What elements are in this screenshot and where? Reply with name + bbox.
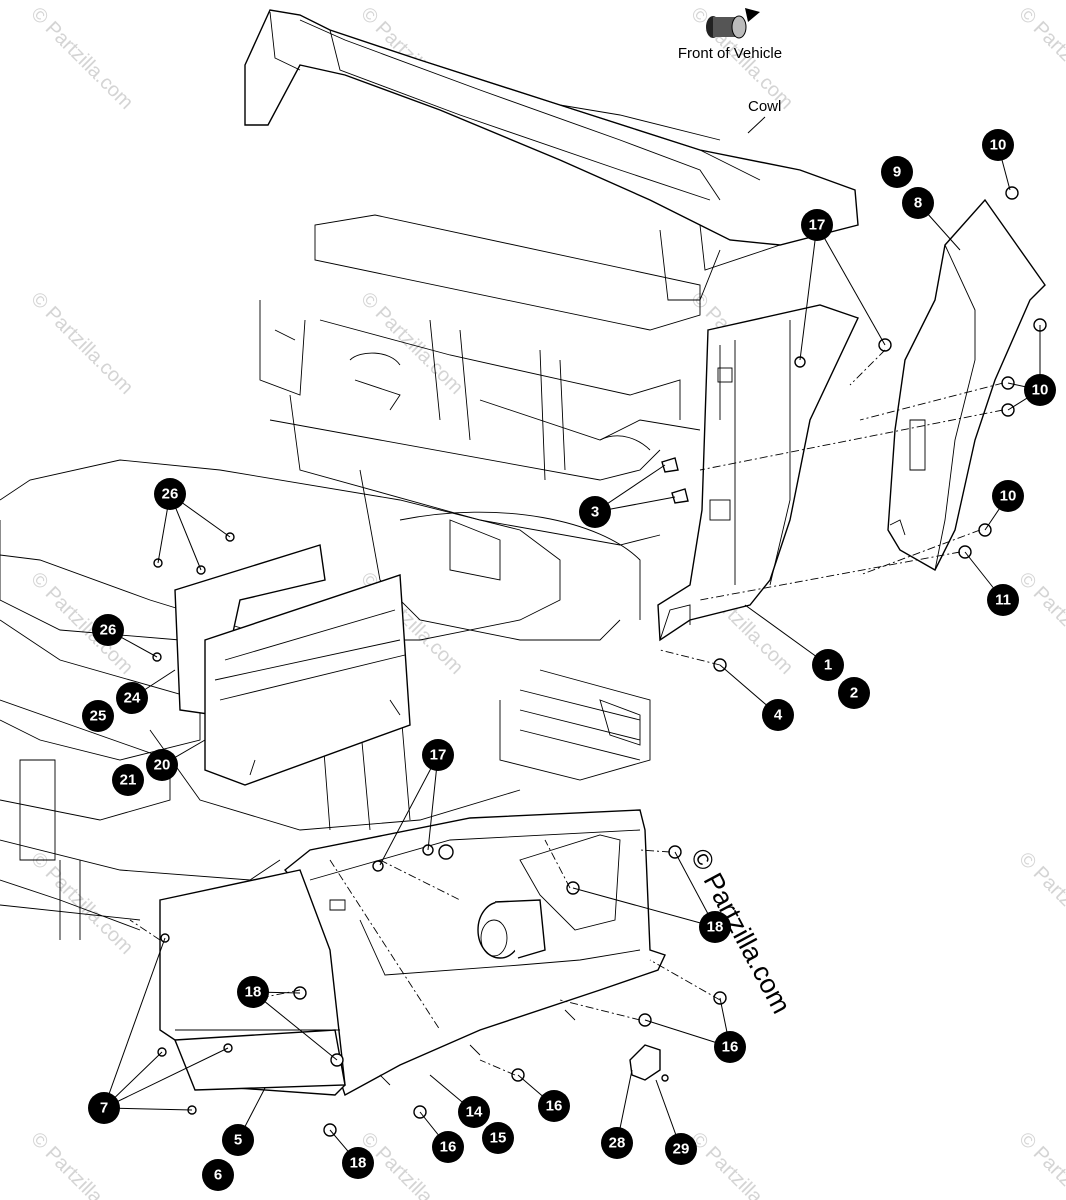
vehicle-frame	[0, 214, 701, 940]
callout-1[interactable]: 1	[812, 649, 844, 681]
watermark: © Partzilla.com	[1014, 568, 1066, 679]
watermark: © Partzilla.com	[26, 848, 137, 959]
svg-text:5: 5	[234, 1132, 242, 1149]
svg-text:8: 8	[914, 195, 922, 212]
svg-text:4: 4	[774, 707, 783, 724]
callout-3[interactable]: 3	[579, 496, 611, 528]
callout-16[interactable]: 16	[714, 1031, 746, 1063]
callout-11[interactable]: 11	[987, 584, 1019, 616]
callout-16[interactable]: 16	[538, 1090, 570, 1122]
svg-text:3: 3	[591, 504, 599, 521]
callout-20[interactable]: 20	[146, 749, 178, 781]
svg-text:20: 20	[154, 757, 171, 774]
svg-text:7: 7	[100, 1100, 108, 1117]
callout-6[interactable]: 6	[202, 1159, 234, 1191]
callout-9[interactable]: 9	[881, 156, 913, 188]
callout-14[interactable]: 14	[458, 1096, 490, 1128]
svg-text:24: 24	[124, 690, 141, 707]
callout-10[interactable]: 10	[1024, 374, 1056, 406]
watermark: © Partzilla.com	[26, 3, 137, 114]
callout-2[interactable]: 2	[838, 677, 870, 709]
callout-7[interactable]: 7	[88, 1092, 120, 1124]
svg-text:16: 16	[440, 1139, 457, 1156]
svg-text:17: 17	[809, 217, 826, 234]
svg-text:21: 21	[120, 772, 137, 789]
callout-29[interactable]: 29	[665, 1133, 697, 1165]
svg-text:26: 26	[162, 486, 179, 503]
callout-18[interactable]: 18	[237, 976, 269, 1008]
callout-28[interactable]: 28	[601, 1127, 633, 1159]
assembly-lines	[129, 349, 1004, 1076]
part-14-lower-side-panel	[159, 809, 666, 1097]
svg-text:10: 10	[1032, 382, 1049, 399]
callout-18[interactable]: 18	[342, 1147, 374, 1179]
callout-4[interactable]: 4	[762, 699, 794, 731]
callout-24[interactable]: 24	[116, 682, 148, 714]
svg-text:14: 14	[466, 1104, 483, 1121]
callouts: 1 2 3 4 5 6 7 8 9 10 10 10 11 14 15 16 1…	[82, 129, 1056, 1191]
callout-10[interactable]: 10	[992, 480, 1024, 512]
svg-text:17: 17	[430, 747, 447, 764]
part-1-pillar-panel	[657, 304, 859, 642]
svg-text:2: 2	[850, 685, 858, 702]
watermark: © Partzilla.com	[356, 288, 467, 399]
callout-5[interactable]: 5	[222, 1124, 254, 1156]
callout-18[interactable]: 18	[699, 911, 731, 943]
callout-26[interactable]: 26	[154, 478, 186, 510]
watermark: © Partzilla.com	[26, 1128, 137, 1200]
svg-text:10: 10	[1000, 488, 1017, 505]
callout-17[interactable]: 17	[801, 209, 833, 241]
watermark: © Partzilla.com	[686, 1128, 797, 1200]
cowl-label: Cowl	[748, 98, 781, 115]
svg-text:9: 9	[893, 164, 901, 181]
svg-text:18: 18	[245, 984, 262, 1001]
svg-text:18: 18	[707, 919, 724, 936]
part-8-side-panel	[887, 198, 1046, 571]
svg-text:11: 11	[995, 592, 1011, 609]
svg-text:6: 6	[214, 1167, 222, 1184]
svg-text:26: 26	[100, 622, 117, 639]
front-of-vehicle-indicator: Front of Vehicle	[678, 8, 782, 62]
part-20-kick-panel	[174, 544, 411, 786]
part-3-clips	[661, 457, 689, 504]
svg-text:16: 16	[546, 1098, 563, 1115]
svg-text:28: 28	[609, 1135, 626, 1152]
watermark: © Partzilla.com	[1014, 848, 1066, 959]
callout-25[interactable]: 25	[82, 700, 114, 732]
watermark: © Partzilla.com	[1014, 3, 1066, 114]
callout-8[interactable]: 8	[902, 187, 934, 219]
front-of-vehicle-label: Front of Vehicle	[678, 45, 782, 62]
part-28-bracket	[629, 1044, 661, 1081]
cowl: Cowl	[244, 9, 859, 301]
svg-text:1: 1	[824, 657, 832, 674]
callout-26[interactable]: 26	[92, 614, 124, 646]
callout-10[interactable]: 10	[982, 129, 1014, 161]
svg-text:18: 18	[350, 1155, 367, 1172]
svg-text:15: 15	[490, 1130, 507, 1147]
arrow-icon	[706, 8, 760, 39]
callout-15[interactable]: 15	[482, 1122, 514, 1154]
svg-text:29: 29	[673, 1141, 690, 1158]
callout-17[interactable]: 17	[422, 739, 454, 771]
svg-text:25: 25	[90, 708, 107, 725]
svg-text:16: 16	[722, 1039, 739, 1056]
callout-21[interactable]: 21	[112, 764, 144, 796]
watermark: © Partzilla.com	[1014, 1128, 1066, 1200]
svg-text:10: 10	[990, 137, 1007, 154]
callout-16[interactable]: 16	[432, 1131, 464, 1163]
watermark: © Partzilla.com	[26, 288, 137, 399]
